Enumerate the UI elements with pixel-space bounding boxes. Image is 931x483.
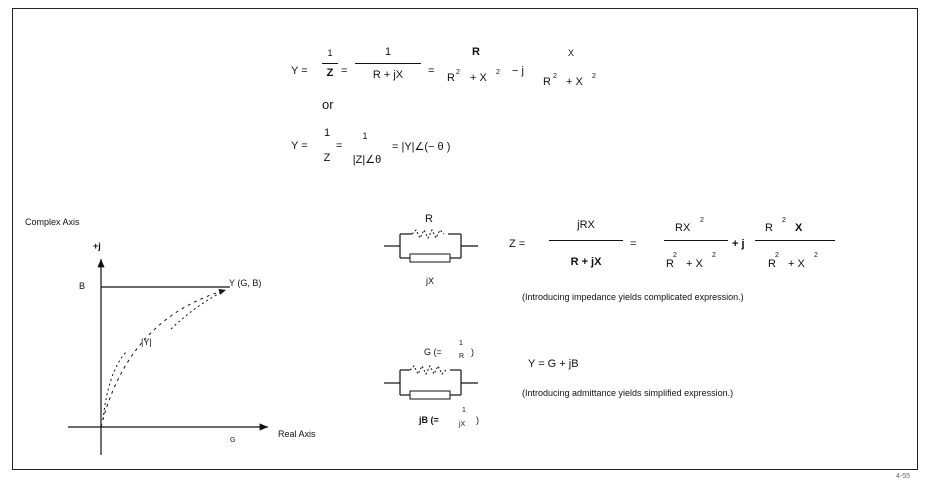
z-frac2-den-a: R [666,258,674,270]
eq1-frac2-num: 1 [384,46,392,58]
eq1-frac1-num: 1 [327,48,333,58]
eq2-frac2-num: 1 [362,131,368,141]
plus-j-label: +j [93,241,101,251]
susceptance-jb [409,390,451,400]
admittance-vector [100,289,227,428]
z-frac2-den-b: + X [686,258,703,270]
eq2-frac1-num: 1 [323,127,331,139]
z-frac3-num-sup: 2 [782,217,786,224]
jb-frac-den: jX [459,421,466,428]
eq1-frac1-den: Z [326,67,334,79]
g-frac-num: 1 [459,340,463,347]
z-plus-j: + j [732,238,745,250]
conductance-g [409,364,447,376]
g-close: ) [471,347,474,357]
eq2-lhs: Y = [291,140,308,152]
eq2-eq-a: = [336,140,343,152]
eq1-minus-j: − j [512,65,524,77]
eq1-frac3-den-a: R [447,72,455,84]
eq1-frac4-den-sup-a: 2 [553,73,557,80]
eq1-frac4-den-b: + X [566,76,583,88]
eq1-lhs: Y = [291,65,308,77]
z-frac3-den-sup-b: 2 [814,252,818,259]
or-label: or [322,97,334,112]
g-frac-den: R [459,353,465,360]
z-frac2-den-sup-a: 2 [673,252,677,259]
z-frac3-num-a: R [765,222,773,234]
jb-close: ) [476,415,479,425]
jb-frac-num: 1 [462,407,466,414]
z-frac2-num-a: RX [675,222,691,234]
jb-label-text: jB (= [419,415,439,425]
eq1-frac3-num: R [472,46,480,58]
y-equation: Y = G + jB [528,358,579,370]
admittance-vector-upper [170,290,225,330]
eq1-frac3-den-sup-a: 2 [456,69,460,76]
g-label-text: G (= [424,347,442,357]
eq1-frac3-den-sup-b: 2 [496,69,500,76]
eq1-frac2-den: R + jX [372,69,404,81]
z-frac2-num-sup: 2 [700,217,704,224]
y-axis-label: Complex Axis [25,217,80,227]
circuit-r-label: R [425,213,433,225]
eq2-frac2-den: |Z|∠θ [352,154,382,166]
g-label: G [230,437,236,444]
z-frac3-den-b: + X [788,258,805,270]
eq1-frac3-den-b: + X [470,72,487,84]
point-label: Y (G, B) [229,278,262,288]
z-frac1-num: jRX [577,219,595,231]
figure-code: 4-55 [896,473,911,480]
eq1-eq-b: = [428,65,435,77]
x-axis-label: Real Axis [278,429,316,439]
eq1-frac4-den-a: R [543,76,551,88]
admittance-vector-lower [102,351,127,421]
z-note: (Introducing impedance yields complicate… [522,292,744,302]
z-lhs: Z = [509,238,526,250]
z-frac2-den-sup-b: 2 [712,252,716,259]
eq1-frac4-num: X [567,48,574,58]
eq2-frac1-den: Z [323,152,331,164]
resistor-r [411,228,445,240]
b-label: B [79,281,86,291]
diagram-frame [12,8,918,470]
eq2-rhs: = |Y|∠(− θ ) [392,141,451,153]
z-frac1-den: R + jX [570,256,602,268]
z-frac3-den-a: R [768,258,776,270]
magnitude-label: |Y| [141,337,152,347]
z-frac3-den-sup-a: 2 [775,252,779,259]
z-eq: = [630,238,637,250]
circuit-jx-label: jX [425,276,434,286]
z-frac3-num-b: X [795,222,803,234]
eq1-eq-a: = [341,65,348,77]
eq1-frac4-den-sup-b: 2 [592,73,596,80]
y-note: (Introducing admittance yields simplifie… [522,388,734,398]
